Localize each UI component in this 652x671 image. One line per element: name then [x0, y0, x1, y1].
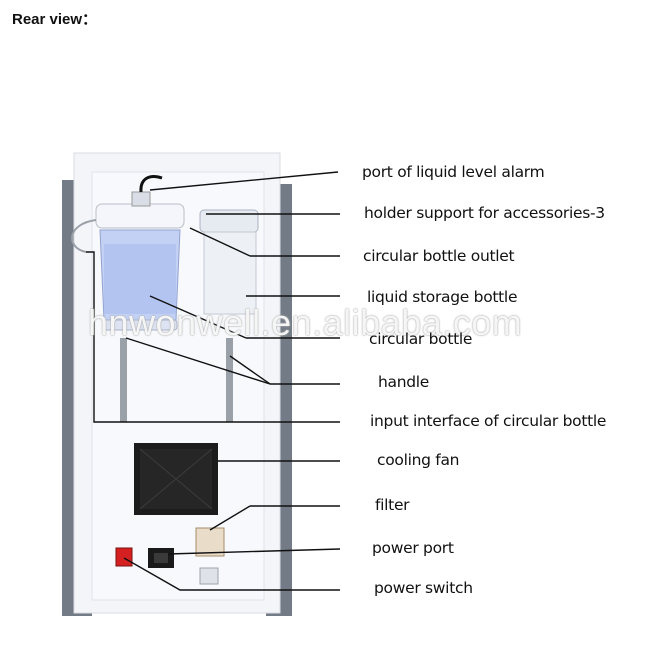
label-input-interface: input interface of circular bottle	[370, 412, 606, 430]
label-holder-support: holder support for accessories-3	[364, 204, 605, 222]
handle-left	[120, 338, 127, 422]
label-circular-bottle: circular bottle	[369, 330, 472, 348]
label-handle: handle	[378, 373, 429, 391]
label-cooling-fan: cooling fan	[377, 451, 459, 469]
cooling-fan	[134, 443, 218, 515]
label-liquid-level-alarm-port: port of liquid level alarm	[362, 163, 544, 181]
liquid-storage-bottle	[200, 210, 258, 314]
label-circular-bottle-outlet: circular bottle outlet	[363, 247, 514, 265]
label-power-switch: power switch	[374, 579, 473, 597]
label-filter: filter	[375, 496, 409, 514]
handle-right	[226, 338, 233, 422]
label-power-port: power port	[372, 539, 454, 557]
label-liquid-storage-bottle: liquid storage bottle	[367, 288, 517, 306]
power-switch	[116, 548, 132, 566]
